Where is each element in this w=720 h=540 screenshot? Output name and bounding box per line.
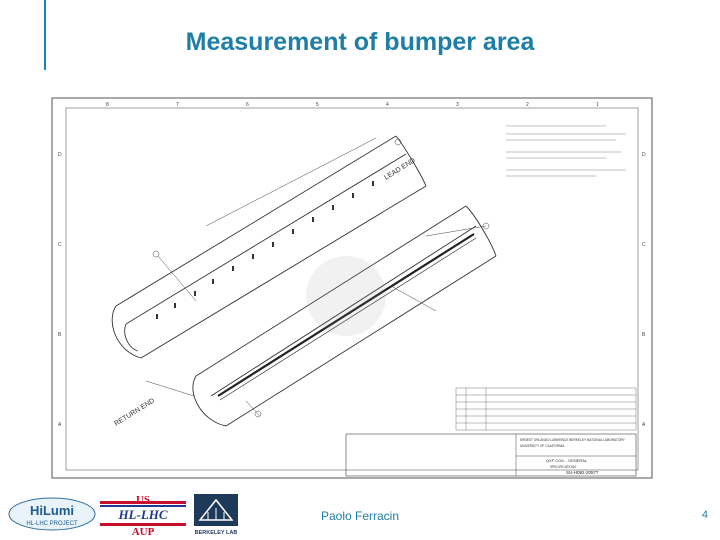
col-marker: 4 — [386, 102, 389, 108]
lab-name: ERNEST ORLANDO LAWRENCE BERKELEY NATIONA… — [520, 438, 626, 442]
us-hllhc-aup-logo: US HL-LHC AUP — [100, 493, 186, 537]
berkeley-text: BERKELEY LAB — [195, 530, 238, 536]
bumper-strip — [217, 233, 477, 401]
col-marker: 1 — [596, 102, 599, 108]
corner-accent-line — [44, 0, 46, 70]
berkeley-lab-logo: BERKELEY LAB — [194, 494, 238, 536]
leader-lines — [145, 137, 490, 418]
univ-name: UNIVERSITY OF CALIFORNIA — [520, 444, 565, 448]
col-marker: 7 — [176, 102, 179, 108]
footer-author: Paolo Ferracin — [320, 509, 400, 523]
row-marker: C — [642, 242, 646, 248]
page-number: 4 — [701, 509, 708, 521]
row-marker: B — [642, 332, 646, 338]
hllhc-text: HL-LHC — [117, 507, 167, 522]
row-marker: A — [642, 422, 646, 428]
drawing-title: QXF COIL - GENERAL — [546, 458, 588, 463]
col-marker: 6 — [246, 102, 249, 108]
row-marker: B — [58, 332, 62, 338]
drawing-number: SU-H092-20577 — [566, 470, 599, 475]
row-marker: D — [642, 152, 646, 158]
lower-coil-shell — [192, 205, 497, 427]
row-marker: A — [58, 422, 62, 428]
hilumi-logo: HiLumi HL-LHC PROJECT — [8, 497, 96, 531]
upper-shell-features — [156, 181, 374, 319]
col-marker: 8 — [106, 102, 109, 108]
col-marker: 3 — [456, 102, 459, 108]
notes-block — [506, 125, 626, 177]
col-marker: 5 — [316, 102, 319, 108]
drawing-subtitle: SPECIFICATIONS — [550, 465, 576, 469]
col-marker: 2 — [526, 102, 529, 108]
watermark — [306, 256, 386, 336]
revision-table — [455, 387, 637, 431]
engineering-drawing: 8 7 6 5 4 3 2 1 D C B A D C B A — [46, 96, 656, 486]
row-marker: D — [58, 152, 62, 158]
slide-title: Measurement of bumper area — [185, 28, 535, 56]
hilumi-wordmark: HiLumi — [30, 503, 74, 518]
drawing-svg: 8 7 6 5 4 3 2 1 D C B A D C B A — [51, 97, 653, 479]
hilumi-subtitle: HL-LHC PROJECT — [26, 521, 78, 527]
title-block: ERNEST ORLANDO LAWRENCE BERKELEY NATIONA… — [345, 433, 637, 477]
aup-text: AUP — [132, 526, 155, 537]
row-marker: C — [58, 242, 62, 248]
us-text: US — [136, 494, 150, 506]
